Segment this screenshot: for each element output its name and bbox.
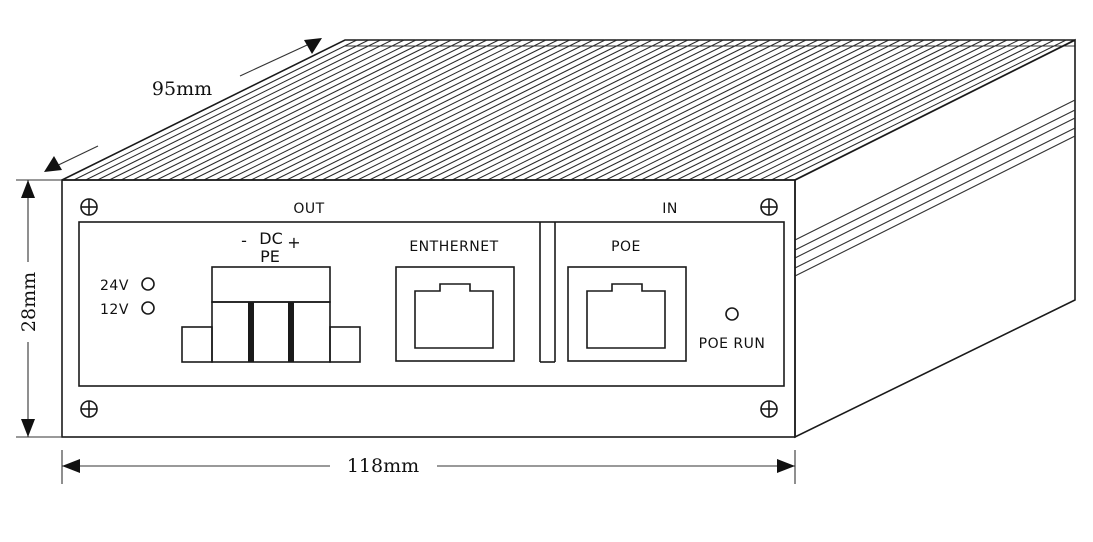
heatsink-fin [712, 39, 996, 181]
heatsink-fin [534, 39, 819, 181]
heatsink-fin [463, 39, 748, 181]
heatsink-fins [73, 39, 1075, 181]
heatsink-fin [168, 39, 452, 181]
heatsink-fin [676, 39, 961, 181]
heatsink-fin [203, 39, 488, 181]
led-24v-label: 24V [100, 278, 129, 294]
heatsink-fin [144, 39, 428, 181]
heatsink-fin [759, 39, 1043, 181]
heatsink-fin [511, 39, 795, 181]
depth-dimension [44, 38, 322, 172]
heatsink-fin [392, 39, 677, 181]
heatsink-fin [97, 39, 381, 181]
heatsink-fin [652, 39, 937, 181]
heatsink-fin [333, 39, 618, 181]
heatsink-fin [475, 39, 760, 181]
heatsink-fin [274, 39, 559, 181]
heatsink-fin [85, 39, 369, 181]
heatsink-fin [546, 39, 830, 181]
heatsink-fin [156, 39, 440, 181]
heatsink-fin [581, 39, 866, 181]
heatsink-fin [782, 39, 1067, 181]
heatsink-fin [593, 39, 878, 181]
heatsink-fin [747, 39, 1031, 181]
heatsink-fin [451, 39, 736, 181]
heatsink-fin [357, 39, 641, 181]
screw-icon [760, 400, 778, 418]
heatsink-fin [499, 39, 783, 181]
dc-plus-label: + [287, 233, 300, 252]
poe-run-indicator [725, 307, 739, 321]
screw-icon [80, 400, 98, 418]
heatsink-fin [298, 39, 582, 181]
heatsink-fin [132, 39, 417, 181]
heatsink-fin [522, 39, 807, 181]
depth-dimension-label: 95mm [152, 78, 212, 100]
heatsink-fin [120, 39, 405, 181]
poe-run-label: POE RUN [699, 336, 766, 352]
heatsink-fin [771, 39, 1055, 181]
width-dimension-label: 118mm [347, 455, 419, 477]
heatsink-fin [617, 39, 901, 181]
height-dimension-label: 28mm [18, 272, 40, 332]
heatsink-fin [262, 39, 547, 181]
heatsink-fin [215, 39, 499, 181]
ethernet-label: ENTHERNET [409, 239, 498, 255]
in-label: IN [662, 201, 678, 217]
heatsink-fin [380, 39, 665, 181]
heatsink-fin [73, 39, 358, 181]
heatsink-fin [179, 39, 464, 181]
screw-icon [760, 198, 778, 216]
heatsink-fin [570, 39, 854, 181]
heatsink-fin [250, 39, 535, 181]
heatsink-fin [641, 39, 925, 181]
out-label: OUT [293, 201, 324, 217]
heatsink-fin [109, 39, 393, 181]
poe-port [567, 266, 687, 362]
led-24v-indicator [141, 277, 155, 291]
heatsink-fin [321, 39, 606, 181]
heatsink-fin [310, 39, 594, 181]
heatsink-fin [286, 39, 570, 181]
ethernet-port [395, 266, 515, 362]
dc-terminal-block [181, 266, 361, 363]
heatsink-top [61, 39, 1076, 181]
heatsink-fin [416, 39, 700, 181]
heatsink-fin [404, 39, 689, 181]
led-12v-label: 12V [100, 302, 129, 318]
heatsink-fin [664, 39, 949, 181]
dc-label: DC [259, 229, 283, 248]
heatsink-fin [558, 39, 842, 181]
poe-label: POE [611, 239, 641, 255]
front-face [61, 179, 796, 438]
heatsink-fin [191, 39, 476, 181]
heatsink-fin [723, 39, 1008, 181]
heatsink-fin [345, 39, 629, 181]
height-dimension [16, 179, 62, 438]
heatsink-fin [700, 39, 984, 181]
heatsink-fin [605, 39, 890, 181]
heatsink-fin [227, 39, 511, 181]
heatsink-fin [369, 39, 653, 181]
dc-minus-label: - [241, 231, 247, 250]
heatsink-fin [735, 39, 1020, 181]
heatsink-fin [688, 39, 972, 181]
led-12v-indicator [141, 301, 155, 315]
heatsink-fin [440, 39, 724, 181]
screw-icon [80, 198, 98, 216]
dc-pe-label: PE [260, 247, 280, 266]
heatsink-fin [428, 39, 712, 181]
heatsink-fin [629, 39, 913, 181]
heatsink-fin [487, 39, 771, 181]
width-dimension [61, 450, 796, 484]
heatsink-fin [239, 39, 523, 181]
